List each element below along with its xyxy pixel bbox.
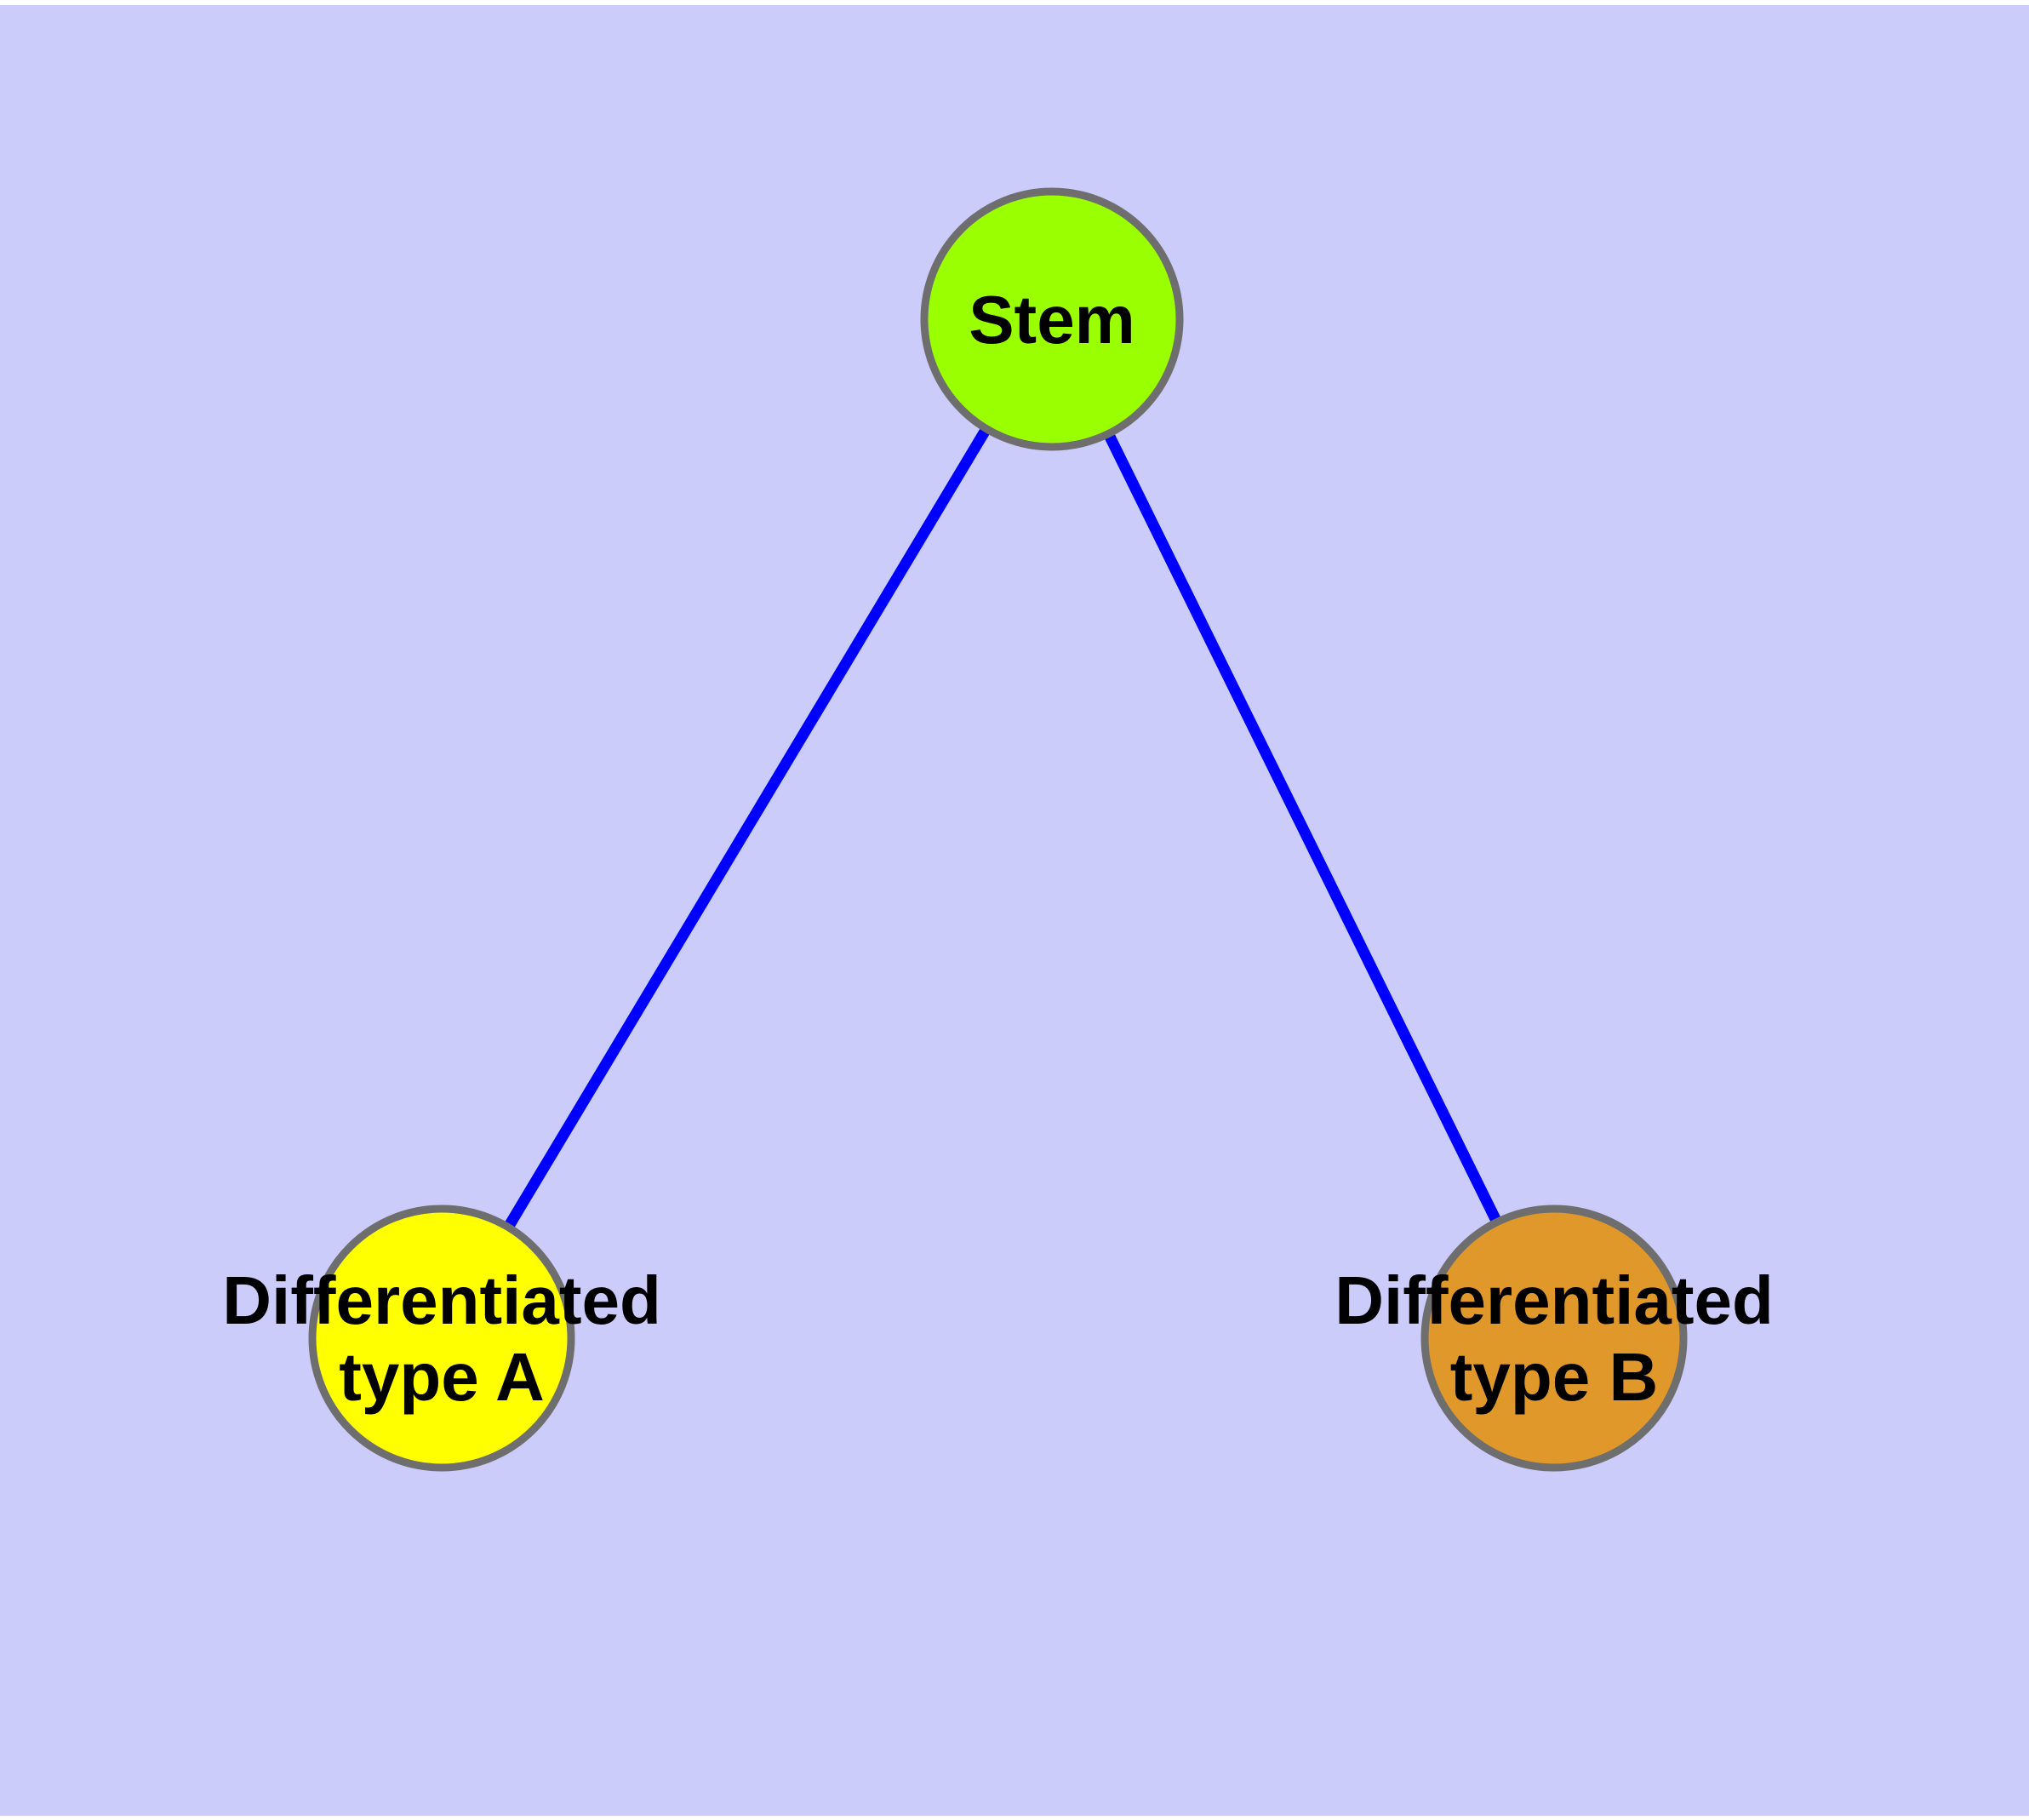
node-stem[interactable]: Stem — [920, 187, 1184, 451]
node-label-line: type B — [1450, 1339, 1659, 1415]
edge-stem-to-diff-a — [503, 426, 992, 1230]
node-label-line: Differentiated — [1335, 1262, 1774, 1338]
node-circle-diff_b[interactable] — [1420, 1205, 1688, 1472]
edge-stem-to-diff-b — [1103, 431, 1502, 1225]
node-label-line: Differentiated — [222, 1262, 661, 1338]
node-label-stem: Stem — [969, 282, 1135, 358]
node-label-line: type A — [339, 1339, 545, 1415]
node-label-line: Stem — [969, 282, 1135, 358]
node-circle-stem[interactable] — [920, 187, 1184, 451]
node-circle-diff_a[interactable] — [308, 1205, 575, 1472]
